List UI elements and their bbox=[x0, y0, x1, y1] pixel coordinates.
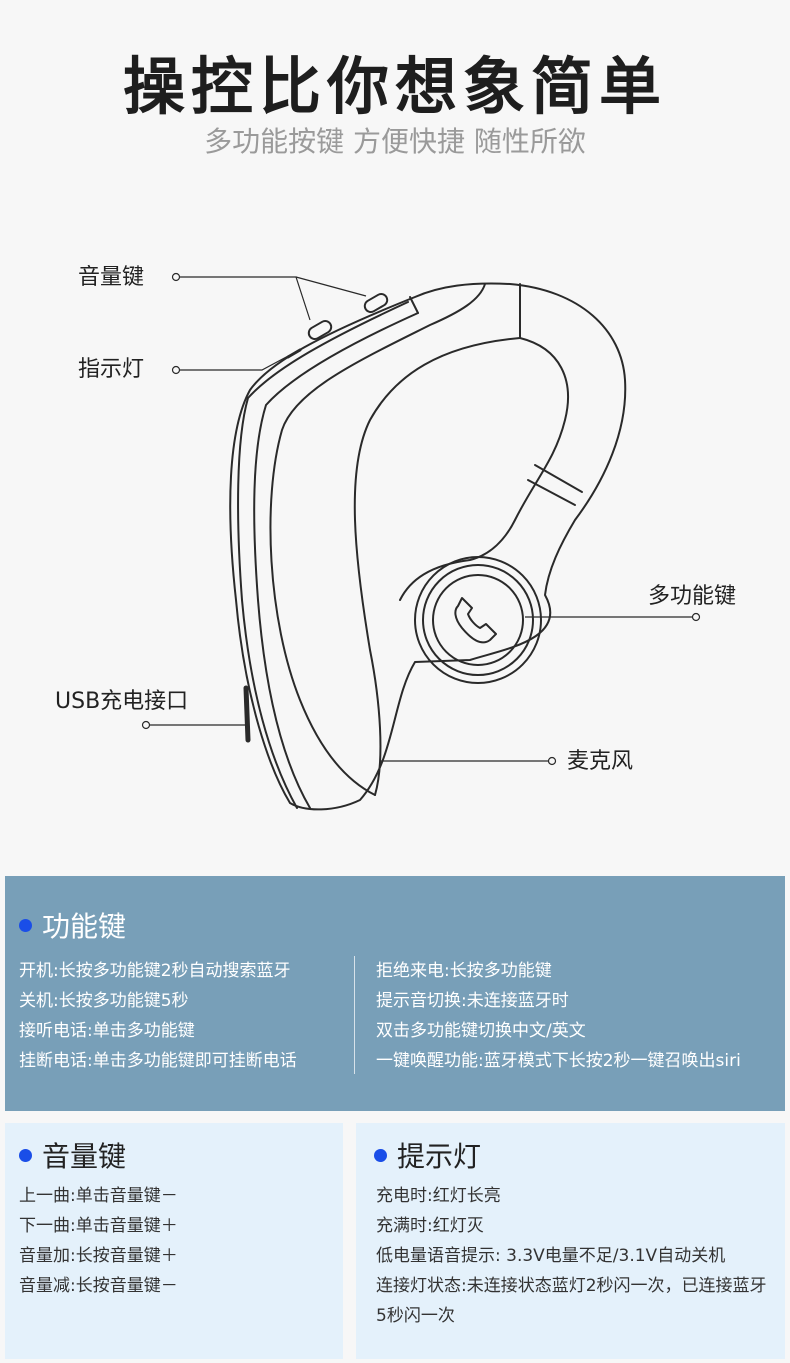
volume-key-heading: 音量键 bbox=[19, 1139, 126, 1175]
bullet-dot bbox=[19, 918, 32, 932]
function-key-list-right: 拒绝来电:长按多功能键 提示音切换:未连接蓝牙时 双击多功能键切换中文/英文 一… bbox=[376, 956, 741, 1076]
list-item: 低电量语音提示: 3.3V电量不足/3.1V自动关机 bbox=[376, 1246, 726, 1266]
volume-key-panel: 音量键 上一曲:单击音量键－ 下一曲:单击音量键＋ 音量加:长按音量键＋ 音量减… bbox=[5, 1123, 343, 1359]
list-item: 下一曲:单击音量键＋ bbox=[19, 1216, 178, 1236]
phone-icon bbox=[454, 597, 497, 644]
function-key-heading: 功能键 bbox=[19, 909, 126, 945]
earphone-outline bbox=[229, 282, 627, 811]
list-item: 开机:长按多功能键2秒自动搜索蓝牙 bbox=[19, 961, 291, 981]
list-item: 上一曲:单击音量键－ bbox=[19, 1186, 178, 1206]
callout-volume-key: 音量键 bbox=[78, 265, 145, 290]
list-item: 音量减:长按音量键－ bbox=[19, 1276, 178, 1296]
callout-usb-port: USB充电接口 bbox=[55, 689, 189, 714]
list-item: 接听电话:单击多功能键 bbox=[19, 1021, 195, 1041]
list-item: 关机:长按多功能键5秒 bbox=[19, 991, 189, 1011]
list-item: 音量加:长按音量键＋ bbox=[19, 1246, 178, 1266]
indicator-list: 充电时:红灯长亮 充满时:红灯灭 低电量语音提示: 3.3V电量不足/3.1V自… bbox=[376, 1181, 776, 1331]
list-item: 充电时:红灯长亮 bbox=[376, 1186, 501, 1206]
bullet-dot bbox=[19, 1148, 32, 1162]
list-item: 一键唤醒功能:蓝牙模式下长按2秒一键召唤出siri bbox=[376, 1051, 741, 1071]
callout-multi-key: 多功能键 bbox=[648, 584, 737, 609]
list-item: 挂断电话:单击多功能键即可挂断电话 bbox=[19, 1051, 297, 1071]
volume-key-list: 上一曲:单击音量键－ 下一曲:单击音量键＋ 音量加:长按音量键＋ 音量减:长按音… bbox=[19, 1181, 178, 1301]
page-subtitle: 多功能按键 方便快捷 随性所欲 bbox=[204, 125, 586, 158]
earphone-diagram bbox=[141, 272, 701, 811]
bullet-dot bbox=[374, 1148, 387, 1162]
indicator-panel: 提示灯 充电时:红灯长亮 充满时:红灯灭 低电量语音提示: 3.3V电量不足/3… bbox=[356, 1123, 785, 1359]
list-item: 连接灯状态:未连接状态蓝灯2秒闪一次，已连接蓝牙5秒闪一次 bbox=[376, 1276, 767, 1326]
list-item: 提示音切换:未连接蓝牙时 bbox=[376, 991, 569, 1011]
column-divider bbox=[354, 956, 355, 1074]
list-item: 拒绝来电:长按多功能键 bbox=[376, 961, 552, 981]
function-key-list-left: 开机:长按多功能键2秒自动搜索蓝牙 关机:长按多功能键5秒 接听电话:单击多功能… bbox=[19, 956, 297, 1076]
page-title: 操控比你想象简单 bbox=[122, 50, 667, 123]
function-key-panel: 功能键 开机:长按多功能键2秒自动搜索蓝牙 关机:长按多功能键5秒 接听电话:单… bbox=[5, 876, 785, 1111]
callout-microphone: 麦克风 bbox=[567, 749, 634, 774]
indicator-heading: 提示灯 bbox=[374, 1139, 481, 1175]
list-item: 充满时:红灯灭 bbox=[376, 1216, 484, 1236]
callout-indicator: 指示灯 bbox=[78, 357, 145, 382]
list-item: 双击多功能键切换中文/英文 bbox=[376, 1021, 586, 1041]
